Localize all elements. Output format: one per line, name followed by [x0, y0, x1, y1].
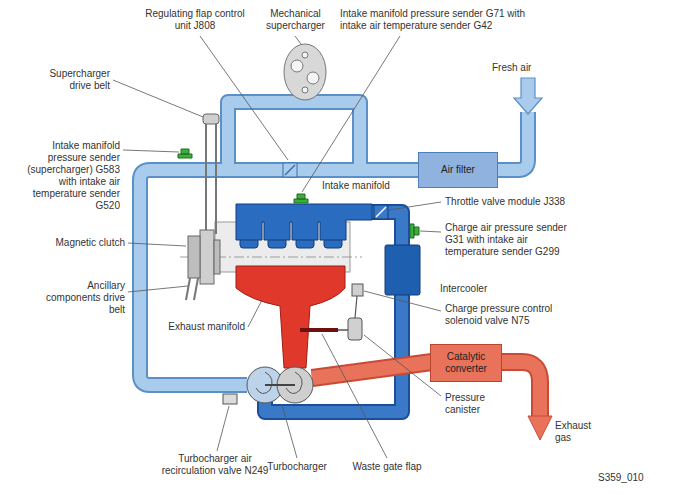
turbine-scroll: [286, 372, 302, 394]
intake-pipe-fill: [498, 112, 528, 170]
waste-gate-flap: [300, 328, 338, 332]
waste-gate-rod: [338, 329, 348, 331]
part-label: Turbocharger: [262, 461, 332, 473]
exhaust-pipe-outline: [312, 362, 432, 378]
pressure-sensors: [178, 149, 419, 238]
part-label: Waste gate flap: [342, 461, 432, 473]
part-label: Magnetic clutch: [25, 237, 125, 249]
sensor-G71: [294, 194, 308, 203]
leader-line: [282, 405, 297, 458]
fresh-air-arrow: [514, 78, 542, 114]
sensor-G31: [410, 224, 419, 238]
part-label: Intake manifold pressure sender (superch…: [15, 140, 120, 212]
supercharger-drive-belt: [205, 120, 207, 234]
leader-line: [217, 406, 229, 451]
leader-line: [322, 334, 387, 458]
part-label: Mechanical supercharger: [258, 8, 333, 32]
supercharger-loop-outline: [228, 102, 360, 170]
part-label: Regulating flap control unit J808: [140, 8, 250, 32]
exhaust-pipe: [312, 362, 432, 378]
tailpipe: [500, 362, 540, 418]
flap-plate: [285, 165, 295, 175]
part-label: Turbocharger air recirculation valve N24…: [150, 453, 280, 477]
air-filter-box: Air filter: [418, 152, 498, 188]
part-label: S359_010: [598, 472, 658, 484]
turbo-shaft: [265, 384, 295, 386]
supercharger-rotor: [291, 60, 303, 72]
exhaust-manifold: [236, 266, 345, 368]
recirculation-valve: [223, 394, 237, 404]
part-label: Charge pressure control solenoid valve N…: [445, 303, 570, 327]
leader-line: [113, 80, 203, 117]
intake-manifold: [236, 204, 372, 248]
part-label: Intake manifold: [322, 180, 412, 192]
leader-line: [123, 150, 179, 152]
part-label: Ancillary components drive belt: [40, 280, 125, 316]
leader-line: [128, 243, 186, 246]
part-label: Supercharger drive belt: [40, 68, 110, 92]
exhaust-arrow: [528, 416, 552, 440]
crankshaft-pulley: [188, 236, 200, 278]
clutch-hub: [214, 240, 220, 274]
magnetic-clutch: [200, 230, 214, 284]
compressor-scroll: [256, 372, 272, 394]
supercharger-rotor: [307, 72, 319, 84]
throttle-plate: [376, 207, 386, 217]
intake-pipe-fill: [140, 170, 418, 385]
leader-line: [128, 286, 188, 292]
regulating-flap: [283, 163, 297, 177]
leader-line: [248, 300, 262, 327]
solenoid-valve: [352, 284, 363, 296]
part-label: Intake manifold pressure sender G71 with…: [340, 8, 550, 32]
intercooler: [385, 245, 420, 295]
pressure-canister: [348, 318, 362, 340]
leader-lines: [113, 36, 441, 458]
throttle-valve: [374, 205, 388, 219]
supercharger-pulley: [203, 114, 219, 124]
supercharger-loop-fill: [228, 102, 360, 170]
part-label: Throttle valve module J338: [445, 196, 575, 208]
supercharger-rotor: [302, 52, 308, 58]
leader-line: [389, 202, 441, 210]
part-label: Fresh air: [492, 62, 547, 74]
intake-manifold-body: [236, 204, 372, 240]
part-label: Intercooler: [440, 283, 510, 295]
supercharger-drive-belt: [215, 120, 217, 234]
leader-line: [200, 36, 288, 160]
intake-pipe-outline: [140, 170, 418, 385]
vacuum-line: [355, 296, 357, 318]
sensor-G583: [178, 149, 192, 158]
ancillary-drive-belt: [194, 278, 198, 300]
turbo-scroll: [256, 372, 302, 394]
box-text: Air filter: [441, 164, 475, 176]
leader-line: [364, 291, 441, 311]
part-label: Charge air pressure sender G31 with inta…: [445, 222, 575, 258]
part-label: Pressure canister: [445, 392, 520, 416]
leader-line: [420, 231, 441, 232]
part-label: Exhaust manifold: [160, 321, 245, 333]
ancillary-drive-belt: [186, 278, 190, 300]
catalytic-converter-box: Catalytic converter: [430, 344, 502, 382]
box-text: Catalytic converter: [436, 351, 496, 375]
tailpipe-outline: [500, 362, 540, 418]
intake-pipe-outline: [498, 112, 528, 170]
supercharger-rotor: [302, 87, 308, 93]
leader-line: [302, 36, 400, 192]
leader-line: [295, 36, 301, 44]
mechanical-supercharger: [284, 44, 326, 100]
part-label: Exhaust gas: [555, 420, 600, 444]
